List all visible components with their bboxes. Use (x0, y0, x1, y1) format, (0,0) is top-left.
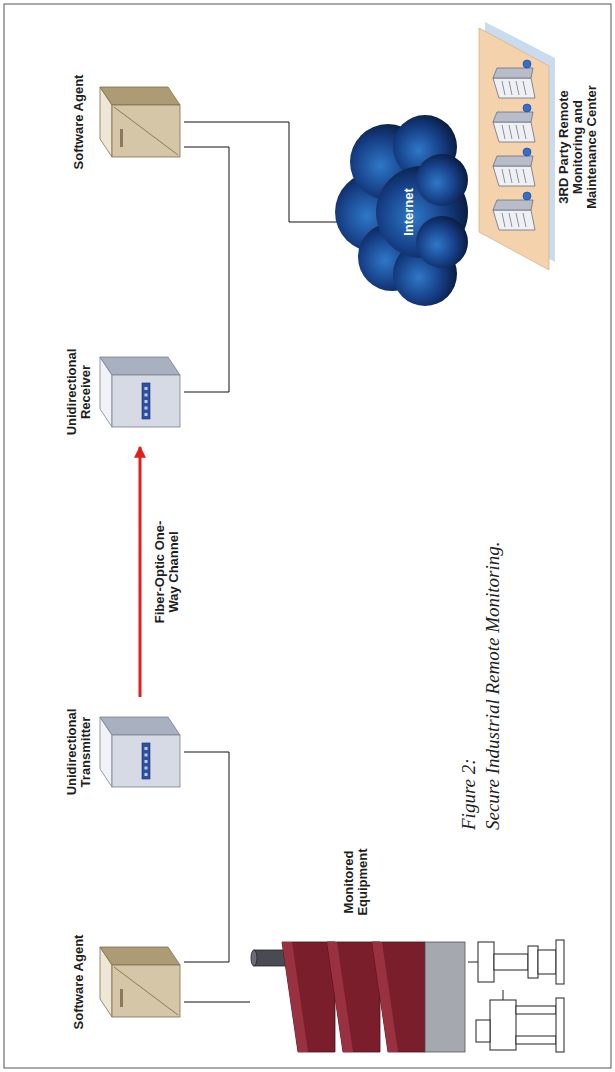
indicator-light (145, 407, 148, 410)
network-wire (184, 752, 229, 962)
node-label: Monitored Equipment (342, 832, 370, 932)
equipment-node: Monitored Equipment (250, 822, 575, 1062)
figure-caption: Secure Industrial Remote Monitoring. (482, 542, 504, 830)
cube-side (100, 357, 180, 375)
internet-cloud (335, 115, 468, 306)
roof-shed (372, 942, 425, 1052)
cube-front (112, 375, 180, 427)
equipment-icon (250, 822, 575, 1062)
roof-shed (327, 942, 380, 1052)
roof-light (327, 942, 353, 1052)
roof-shed (282, 942, 335, 1052)
roof-light (282, 942, 308, 1052)
node-label: Unidirectional Receiver (62, 337, 96, 447)
cube-side (100, 87, 180, 105)
network-wire (184, 1002, 250, 1003)
office-building (493, 148, 535, 186)
panel (479, 28, 549, 270)
transmitter-box: Unidirectional Transmitter (62, 697, 184, 807)
agent-box: Software Agent (62, 67, 184, 177)
network-wire (184, 147, 229, 392)
node-label: Internet (402, 162, 416, 262)
indicator-light (145, 754, 148, 757)
indicator-panel (142, 383, 150, 419)
indicator-light (145, 767, 148, 770)
figure-title: Figure 2: (458, 758, 480, 830)
machine (476, 990, 564, 1052)
cube-front (112, 735, 180, 787)
network-wire (184, 122, 338, 222)
node-label: Software Agent (62, 67, 96, 177)
cube-front (112, 965, 180, 1017)
cube-front (112, 105, 180, 157)
office-building (493, 104, 535, 142)
frame-border (4, 4, 611, 1068)
cloud-icon (330, 112, 470, 312)
machine (468, 940, 564, 984)
drive-slot (120, 129, 123, 147)
fiber-channel-arrow (139, 447, 142, 697)
indicator-panel (142, 743, 150, 779)
indicator-light (145, 400, 148, 403)
roof-light (372, 942, 398, 1052)
cube-seam (114, 967, 178, 1015)
node-label: Software Agent (62, 927, 96, 1037)
indicator-light (145, 773, 148, 776)
receiver-box: Unidirectional Receiver (62, 337, 184, 447)
edge-label: Fiber-Optic One-Way Channel (152, 508, 182, 637)
indicator-light (145, 747, 148, 750)
drive-slot (120, 989, 123, 1007)
cube-seam (114, 107, 178, 155)
office-building (493, 192, 535, 230)
factory-wall (425, 942, 465, 1052)
node-label: Unidirectional Transmitter (62, 697, 96, 807)
cube-side (100, 947, 180, 965)
office-building (493, 60, 535, 98)
pipe-end (251, 950, 257, 966)
indicator-light (145, 760, 148, 763)
cloud-node: Internet (330, 112, 470, 312)
node-label: 3RD Party Remote Monitoring and Maintena… (557, 74, 599, 220)
cube-side (100, 717, 180, 735)
agent-box: Software Agent (62, 927, 184, 1037)
indicator-light (145, 413, 148, 416)
indicator-light (145, 387, 148, 390)
indicator-light (145, 394, 148, 397)
center-node: 3RD Party Remote Monitoring and Maintena… (475, 22, 610, 272)
